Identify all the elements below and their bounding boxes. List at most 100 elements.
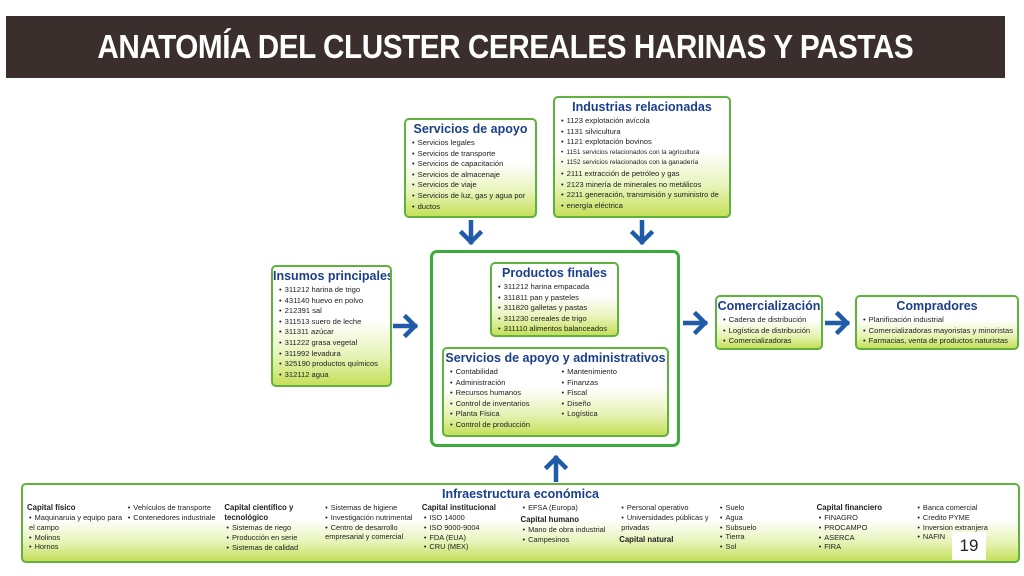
list-item: Comercializadoras [723,336,817,347]
list-item: Inversion extranjera [917,523,1014,533]
list-item: Comercializadoras mayoristas y minorista… [863,326,1013,337]
list-item: Sistemas de calidad [226,543,323,553]
infra-col-capital-natural: Personal operativo Universidades pública… [619,503,718,552]
list-item: Credito PYME [917,513,1014,523]
infraestructura-title: Infraestructura económica [442,487,599,501]
infra-list: Maquinaruia y equipo para el campo Molin… [27,513,126,552]
infra-list: Sistemas de riego Producción en serie Si… [224,523,323,552]
arrow-right-icon [683,310,709,336]
list-item: Servicios de transporte [412,149,531,160]
industrias-box: Industrias relacionadas 1123 explotación… [553,96,731,218]
infra-list: Sistemas de higiene Investigación nutrim… [323,503,422,542]
list-item: Investigación nutrimental [325,513,422,523]
list-item: EFSA (Europa) [523,503,620,513]
list-item: Hornos [29,542,126,552]
list-item: Planta Física [450,409,552,420]
list-item: Finanzas [562,378,664,389]
comercializacion-title: Comercialización [717,299,821,313]
list-item: Producción en serie [226,533,323,543]
list-item: Control de producción [450,420,552,431]
list-item: PROCAMPO [819,523,916,533]
list-item: 311230 cereales de trigo [498,314,613,325]
infra-col-capital-cientifico: Capital científico y tecnológico Sistema… [224,503,323,552]
arrow-up-icon [543,454,569,482]
servicios-admin-box: Servicios de apoyo y administrativos Con… [442,347,669,437]
arrow-right-icon [393,313,419,339]
list-item: Servicios legales [412,138,531,149]
list-item: Diseño [562,399,664,410]
list-item: Cadena de distribución [723,315,817,326]
infra-col-suelo: Suelo Agua Subsuelo Tierra Sol [718,503,817,552]
infra-col-capital-institucional: Capital institucional ISO 14000 ISO 9000… [422,503,521,552]
list-item: Molinos [29,533,126,543]
infra-list: EFSA (Europa) [521,503,620,513]
list-item: Sol [720,542,817,552]
list-item: 431140 huevo en polvo [279,296,386,307]
list-item: Suelo [720,503,817,513]
compradores-title: Compradores [896,299,978,313]
list-item: NAFIN [917,532,1014,542]
list-item: Sistemas de higiene [325,503,422,513]
list-item: Control de inventarios [450,399,552,410]
list-item: Agua [720,513,817,523]
list-item: 311110 alimentos balanceados [498,324,613,335]
list-item: ISO 14000 [424,513,521,523]
list-item: FINAGRO [819,513,916,523]
list-item: 311212 harina de trigo [279,285,386,296]
title-bar: ANATOMÍA DEL CLUSTER CEREALES HARINAS Y … [6,16,1005,78]
infra-col-capital-fisico: Capital físico Maquinaruia y equipo para… [27,503,126,552]
comercializacion-list: Cadena de distribución Logística de dist… [717,315,821,347]
list-item: Logística [562,409,664,420]
infra-list: Banca comercial Credito PYME Inversion e… [915,503,1014,542]
list-item: Vehículos de transporte [128,503,225,513]
infra-head: Capital físico [27,503,76,512]
compradores-list: Planificación industrial Comercializador… [857,315,1017,347]
servicios-admin-col2: Mantenimiento Finanzas Fiscal Diseño Log… [556,367,668,431]
list-item: Subsuelo [720,523,817,533]
arrow-right-icon [825,310,851,336]
list-item: Contenedores industriale [128,513,225,523]
list-item: 2211 generación, transmisión y suministr… [561,190,725,201]
list-item: Centro de desarrollo empresarial y comer… [325,523,422,543]
list-item: 1131 silvicultura [561,127,725,138]
industrias-list: 1123 explotación avícola 1131 silvicultu… [555,116,729,211]
list-item: FIRA [819,542,916,552]
list-item: 2123 minería de minerales no metálicos [561,180,725,191]
list-item: Banca comercial [917,503,1014,513]
infra-col-banca: Banca comercial Credito PYME Inversion e… [915,503,1014,552]
servicios-apoyo-box: Servicios de apoyo Servicios legales Ser… [404,118,537,218]
list-item: Logística de distribución [723,326,817,337]
infra-head: Capital científico y tecnológico [224,503,294,522]
arrow-down-icon [629,220,655,246]
infra-head: Capital natural [619,535,674,545]
list-item: CRU (MEX) [424,542,521,552]
productos-title: Productos finales [502,266,607,280]
compradores-box: Compradores Planificación industrial Com… [855,295,1019,350]
insumos-title: Insumos principales [273,269,392,283]
page-number: 19 [952,532,986,560]
list-item: Planificación industrial [863,315,1013,326]
list-item: ductos [412,202,531,213]
comercializacion-box: Comercialización Cadena de distribución … [715,295,823,350]
insumos-list: 311212 harina de trigo 431140 huevo en p… [273,285,390,380]
infra-list: Vehículos de transporte Contenedores ind… [126,503,225,523]
list-item: Servicios de almacenaje [412,170,531,181]
list-item: 1152 servicios relacionados con la ganad… [561,158,725,169]
infraestructura-box: Infraestructura económica Capital físico… [21,483,1020,563]
list-item: 311311 azúcar [279,327,386,338]
list-item: Mantenimiento [562,367,664,378]
list-item: 2111 extracción de petróleo y gas [561,169,725,180]
list-item: 325190 productos químicos [279,359,386,370]
list-item: energía eléctrica [561,201,725,212]
list-item: 311513 suero de leche [279,317,386,328]
infra-list: Personal operativo Universidades pública… [619,503,718,532]
list-item: Recursos humanos [450,388,552,399]
list-item: 212391 sal [279,306,386,317]
servicios-apoyo-title: Servicios de apoyo [413,122,528,136]
productos-box: Productos finales 311212 harina empacada… [490,262,619,337]
list-item: Sistemas de riego [226,523,323,533]
list-item: 1123 explotación avícola [561,116,725,127]
list-item: ISO 9000-9004 [424,523,521,533]
list-item: 311820 galletas y pastas [498,303,613,314]
infra-head: Capital institucional [421,503,496,512]
